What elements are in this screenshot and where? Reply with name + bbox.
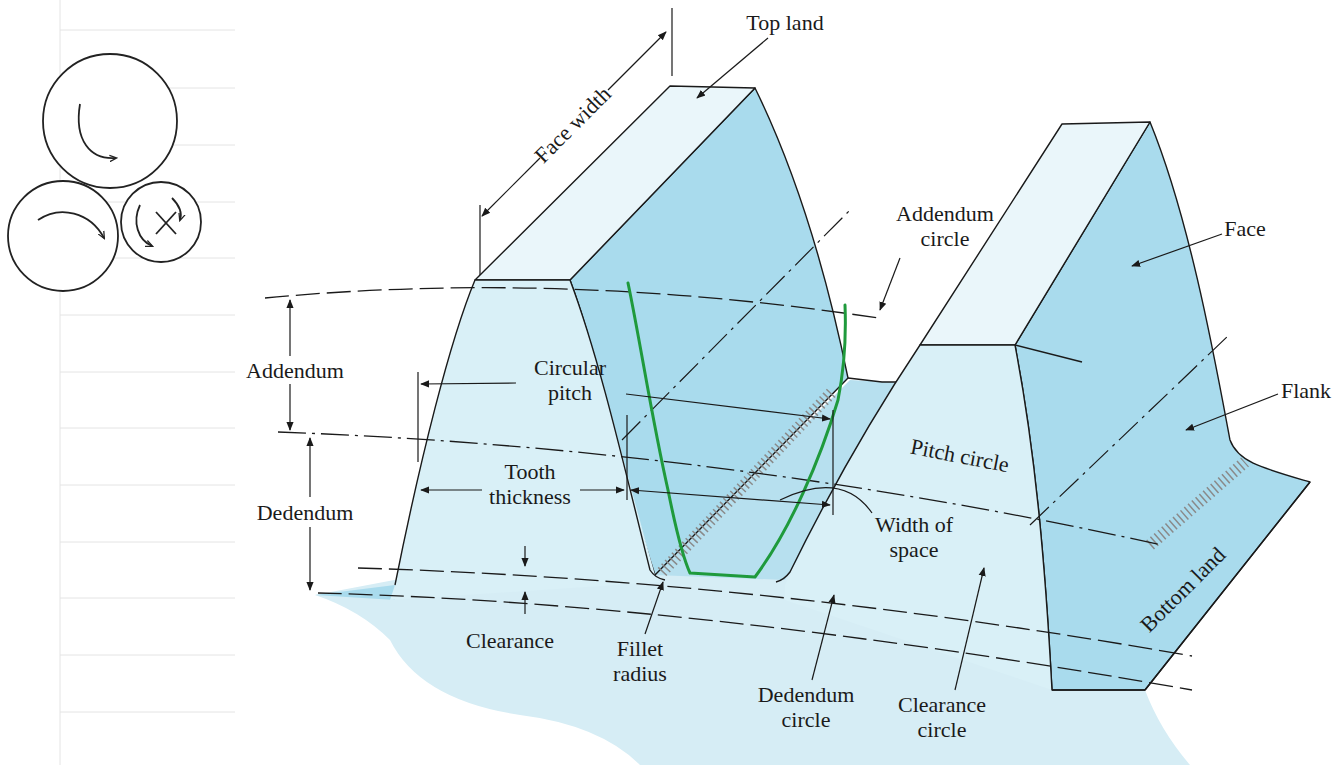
dimension-lines-part (524, 592, 525, 614)
gear-body-part (475, 86, 755, 280)
notebook-lines-part (60, 542, 235, 543)
leader-lines (645, 38, 1278, 690)
leader-lines-part (880, 258, 900, 310)
part-label: Fillet radius (598, 636, 682, 686)
part-label: Pitch circle (909, 433, 1012, 477)
leader-lines-part (1186, 394, 1278, 430)
leader-lines-part (697, 38, 768, 98)
part-label: Width of space (862, 512, 966, 562)
gear-body-part (776, 345, 1052, 690)
notebook-lines-part (60, 485, 235, 486)
notebook-lines-part (60, 598, 235, 599)
part-label: Clearance circle (884, 692, 1000, 742)
dimension-lines-part (832, 410, 833, 515)
gear-train-sketch-part (43, 54, 177, 188)
notebook-lines-part (60, 428, 235, 429)
green-sketch-curve (628, 283, 845, 577)
gear-train-sketch-part (156, 212, 176, 234)
part-label: Dedendum circle (748, 682, 864, 732)
fillet-hatching-part (1058, 676, 1070, 685)
dimension-lines-part (417, 372, 418, 462)
gear-train-sketch-part (121, 182, 201, 262)
dimension-lines-part (524, 546, 525, 566)
part-label: Dedendum (257, 500, 354, 525)
dimension-lines-part (671, 8, 672, 76)
part-label: Bottom land (1135, 541, 1230, 636)
gear-train-sketch-part (8, 181, 118, 291)
dimension-lines-part (309, 438, 310, 497)
gear-train-sketch-part (38, 212, 104, 238)
dimension-lines-part (421, 383, 516, 384)
dimension-lines (290, 8, 872, 614)
centre-lines-part (1030, 336, 1228, 525)
dimension-lines-part (421, 489, 482, 490)
gear-body (315, 86, 1310, 765)
dimension-lines-part (626, 415, 627, 500)
fillet-hatching (662, 392, 1245, 685)
leader-lines-part (812, 595, 834, 680)
gear-train-sketch-part (136, 205, 152, 246)
gear-body-part (315, 585, 395, 600)
dimension-lines-part (626, 394, 830, 419)
gear-train-sketch-part (79, 104, 116, 158)
gear-train-sketch (8, 54, 201, 291)
notebook-lines-part (60, 315, 235, 316)
fillet-hatching-part (1150, 462, 1245, 545)
reference-circles (265, 288, 1192, 690)
notebook-lines-part (60, 372, 235, 373)
part-label: Clearance (466, 628, 554, 653)
centre-lines (622, 208, 1228, 525)
dimension-lines-part (580, 489, 624, 490)
part-label: Tooth thickness (478, 459, 582, 509)
part-label: Circular pitch (518, 355, 622, 405)
part-label: Addendum circle (889, 201, 1001, 251)
dimension-lines-part (479, 205, 480, 275)
dimension-lines-part (482, 158, 540, 216)
dimension-lines-part (289, 384, 290, 430)
centre-lines-part (622, 208, 852, 440)
part-label: Flank (1281, 378, 1331, 403)
dimension-lines-part (289, 300, 290, 356)
gear-train-sketch-part (172, 198, 181, 220)
leader-lines-part (645, 582, 663, 634)
notebook-lines-part (60, 655, 235, 656)
reference-circles-part (278, 432, 1162, 545)
part-label: Addendum (246, 358, 344, 383)
gear-body-part (785, 345, 1052, 690)
gear-train-sketch-part (156, 212, 176, 234)
reference-circles-part (318, 593, 1192, 690)
green-sketch-curve-part (628, 283, 845, 577)
reference-circles-part (1015, 345, 1082, 362)
leader-lines-part (955, 568, 984, 690)
gear-body-part (1052, 689, 1145, 690)
reference-circles-part (358, 568, 1192, 656)
dimension-lines-part (780, 488, 872, 513)
part-label: Top land (746, 10, 823, 35)
gear-body-part (395, 280, 665, 585)
reference-circles-part (265, 288, 878, 318)
part-label: Face width (530, 81, 616, 167)
notebook-lines-part (60, 712, 235, 713)
leader-lines-part (1132, 234, 1222, 266)
part-label: Face (1224, 216, 1266, 241)
dimension-lines-part (309, 527, 310, 590)
dimension-lines-part (608, 32, 666, 90)
notebook-lines-part (60, 30, 235, 31)
